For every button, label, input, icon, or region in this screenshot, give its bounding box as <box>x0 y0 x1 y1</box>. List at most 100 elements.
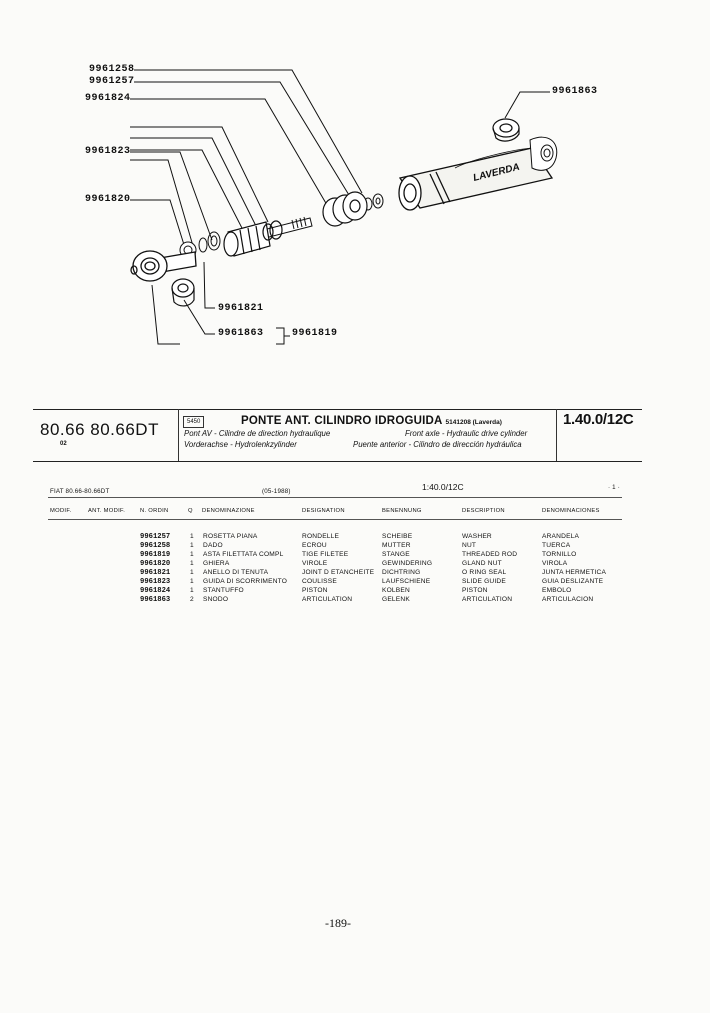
table-row: 9961258 1 DADO ECROU MUTTER NUT TUERCA <box>0 542 710 551</box>
col-ant-modif: ANT. MODIF. <box>88 508 126 514</box>
title-french: Pont AV - Cilindre de direction hydrauli… <box>184 429 331 438</box>
cell-italian: SNODO <box>203 596 229 603</box>
callout-9961257: 9961257 <box>89 76 135 87</box>
cell-qty: 1 <box>190 587 194 594</box>
callout-9961824: 9961824 <box>85 93 131 104</box>
cell-english: WASHER <box>462 533 492 540</box>
leader-line <box>130 151 213 241</box>
leader-line <box>134 81 353 201</box>
header-separator <box>556 409 557 461</box>
cell-english: GLAND NUT <box>462 560 502 567</box>
cell-part-number: 9961819 <box>140 551 171 559</box>
cell-qty: 1 <box>190 569 194 576</box>
section-title: PONTE ANT. CILINDRO IDROGUIDA 5141208 (L… <box>241 415 502 427</box>
model-names: 80.66 80.66DT <box>40 420 159 439</box>
leader-bracket <box>276 327 285 345</box>
leader-line <box>130 137 258 229</box>
table-row: 9961863 2 SNODO ARTICULATION GELENK ARTI… <box>0 596 710 605</box>
cylinder-barrel <box>398 147 554 211</box>
cell-italian: ASTA FILETTATA COMPL <box>203 551 284 558</box>
washer-part <box>363 193 384 211</box>
cell-spanish: VIROLA <box>542 560 568 567</box>
title-german: Vorderachse - Hydrolenkzylinder <box>184 440 297 449</box>
cell-part-number: 9961258 <box>140 542 171 550</box>
callout-9961820: 9961820 <box>85 194 131 205</box>
cell-french: TIGE FILETEE <box>302 551 349 558</box>
cell-qty: 1 <box>190 560 194 567</box>
cell-english: ARTICULATION <box>462 596 513 603</box>
leader-line <box>130 199 186 249</box>
leader-line <box>203 261 215 309</box>
leader-line <box>134 69 363 194</box>
header-top-rule <box>33 409 642 410</box>
table-ref: 1:40.0/12C <box>422 482 464 492</box>
table-row: 9961819 1 ASTA FILETTATA COMPL TIGE FILE… <box>0 551 710 560</box>
col-denominazione: DENOMINAZIONE <box>202 508 255 514</box>
cell-french: ARTICULATION <box>302 596 353 603</box>
callout-9961819: 9961819 <box>292 328 338 339</box>
cell-qty: 1 <box>190 542 194 549</box>
rod-end-eye <box>130 250 197 282</box>
section-code-box: 5450 <box>183 416 205 428</box>
col-denominaciones: DENOMINACIONES <box>542 508 600 514</box>
col-description: DESCRIPTION <box>462 508 505 514</box>
callout-9961863-upper: 9961863 <box>552 86 598 97</box>
cell-french: JOINT D ETANCHEITE <box>302 569 375 576</box>
cell-german: MUTTER <box>382 542 411 549</box>
table-row: 9961820 1 GHIERA VIROLE GEWINDERING GLAN… <box>0 560 710 569</box>
cell-part-number: 9961824 <box>140 587 171 595</box>
cell-italian: DADO <box>203 542 223 549</box>
cell-italian: GHIERA <box>203 560 230 567</box>
cell-german: GELENK <box>382 596 410 603</box>
cell-italian: ROSETTA PIANA <box>203 533 258 540</box>
title-english: Front axle - Hydraulic drive cylinder <box>405 429 528 438</box>
header-bottom-rule <box>33 461 642 462</box>
table-date: (05-1988) <box>262 488 291 495</box>
cell-english: O RING SEAL <box>462 569 507 576</box>
exploded-parts-diagram: LAVERDA <box>130 69 558 345</box>
cell-qty: 1 <box>190 578 194 585</box>
cylinder-clevis <box>529 136 558 171</box>
cell-italian: ANELLO DI TENUTA <box>203 569 269 576</box>
table-top-rule <box>48 497 622 498</box>
table-row: 9961257 1 ROSETTA PIANA RONDELLE SCHEIBE… <box>0 533 710 542</box>
leader-line <box>504 91 550 119</box>
title-spanish: Puente anterior - Cilindro de dirección … <box>353 440 522 449</box>
cell-spanish: ARANDELA <box>542 533 580 540</box>
piston-part <box>322 191 368 227</box>
callout-9961823: 9961823 <box>85 146 131 157</box>
title-suffix: 5141208 (Laverda) <box>445 419 502 426</box>
bushing-part <box>492 118 520 142</box>
leader-line <box>130 149 245 233</box>
callout-9961863-lower: 9961863 <box>218 328 264 339</box>
cell-part-number: 9961257 <box>140 533 171 541</box>
cell-english: SLIDE GUIDE <box>462 578 506 585</box>
cell-german: DICHTRING <box>382 569 421 576</box>
bushing-part <box>171 278 195 307</box>
cell-italian: STANTUFFO <box>203 587 244 594</box>
leader-line <box>130 126 269 223</box>
header-separator <box>178 409 179 461</box>
cell-german: GEWINDERING <box>382 560 433 567</box>
cell-english: THREADED ROD <box>462 551 518 558</box>
table-row: 9961824 1 STANTUFFO PISTON KOLBEN PISTON… <box>0 587 710 596</box>
leader-line <box>130 98 328 206</box>
cell-italian: GUIDA DI SCORRIMENTO <box>203 578 288 585</box>
col-n-ordin: N. ORDIN <box>140 508 169 514</box>
cell-part-number: 9961821 <box>140 569 171 577</box>
cell-english: PISTON <box>462 587 488 594</box>
cell-qty: 1 <box>190 551 194 558</box>
table-model-line: FIAT 80.66-80.66DT <box>50 488 110 495</box>
cell-german: KOLBEN <box>382 587 410 594</box>
leader-line <box>183 299 215 335</box>
col-modif: MODIF. <box>50 508 72 514</box>
cell-french: ECROU <box>302 542 327 549</box>
cell-part-number: 9961823 <box>140 578 171 586</box>
cell-spanish: EMBOLO <box>542 587 572 594</box>
cell-english: NUT <box>462 542 477 549</box>
cell-part-number: 9961820 <box>140 560 171 568</box>
model-sub-code: 02 <box>60 441 67 447</box>
callout-9961821: 9961821 <box>218 303 264 314</box>
leader-line <box>130 159 194 247</box>
leader-line <box>151 284 180 345</box>
